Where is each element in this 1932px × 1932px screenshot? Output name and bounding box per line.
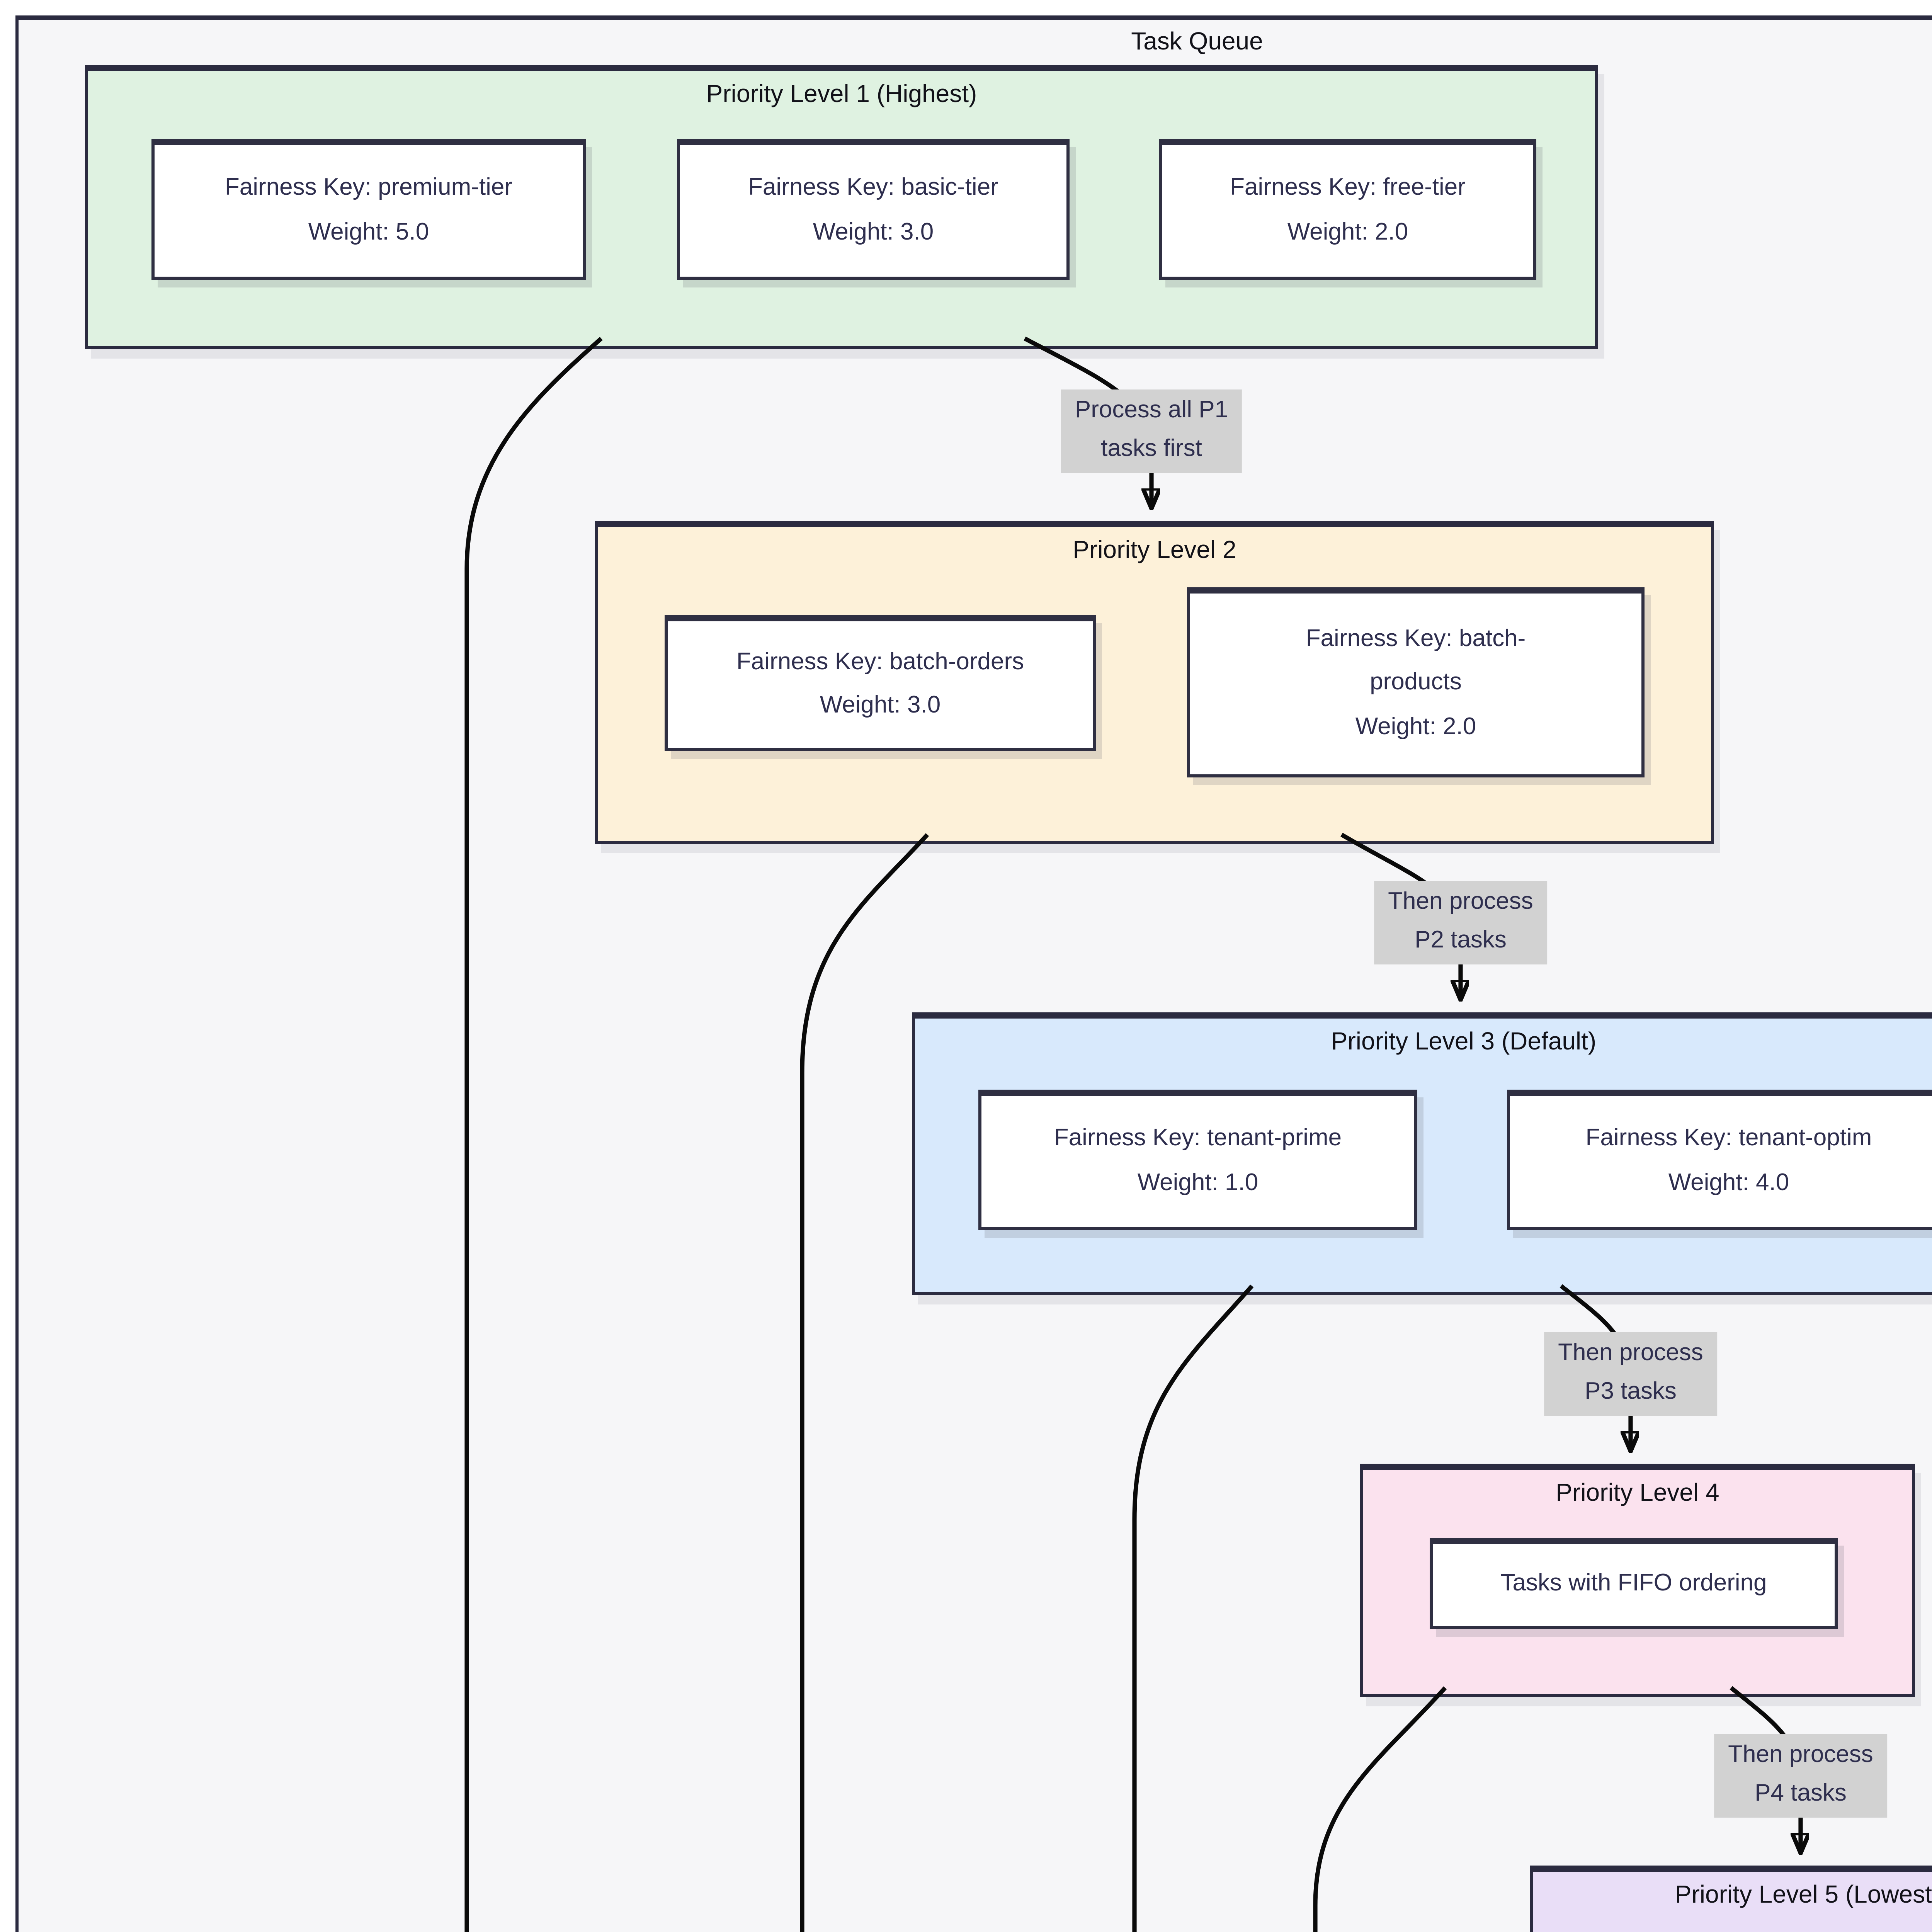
priority-level-2-title: Priority Level 2 [1073, 538, 1236, 564]
fairness-node-batch-orders: Fairness Key: batch-orders Weight: 3.0 [665, 615, 1096, 751]
priority-level-1-title: Priority Level 1 (Highest) [706, 82, 977, 108]
fairness-node-tenant-prime: Fairness Key: tenant-prime Weight: 1.0 [978, 1090, 1417, 1230]
fairness-node-tenant-optim: Fairness Key: tenant-optim Weight: 4.0 [1507, 1090, 1932, 1230]
edge-label-process-p3: Then process P3 tasks [1544, 1332, 1717, 1416]
fairness-node-basic-tier: Fairness Key: basic-tier Weight: 3.0 [677, 139, 1070, 280]
fairness-node-premium-tier: Fairness Key: premium-tier Weight: 5.0 [151, 139, 586, 280]
fairness-node-batch-products: Fairness Key: batch- products Weight: 2.… [1187, 587, 1645, 777]
fairness-node-free-tier: Fairness Key: free-tier Weight: 2.0 [1159, 139, 1536, 280]
edge-label-process-p4: Then process P4 tasks [1714, 1734, 1887, 1818]
edge-label-process-p1: Process all P1 tasks first [1061, 389, 1242, 473]
fifo-node-p4: Tasks with FIFO ordering [1430, 1538, 1838, 1629]
priority-level-4-title: Priority Level 4 [1556, 1481, 1719, 1507]
priority-level-3-title: Priority Level 3 (Default) [1331, 1029, 1597, 1056]
priority-level-5-title: Priority Level 5 (Lowest) [1675, 1883, 1932, 1909]
edge-label-process-p2: Then process P2 tasks [1374, 881, 1547, 965]
priority-level-5-container: Priority Level 5 (Lowest) [1530, 1866, 1932, 1932]
task-queue-title: Task Queue [1131, 29, 1263, 56]
